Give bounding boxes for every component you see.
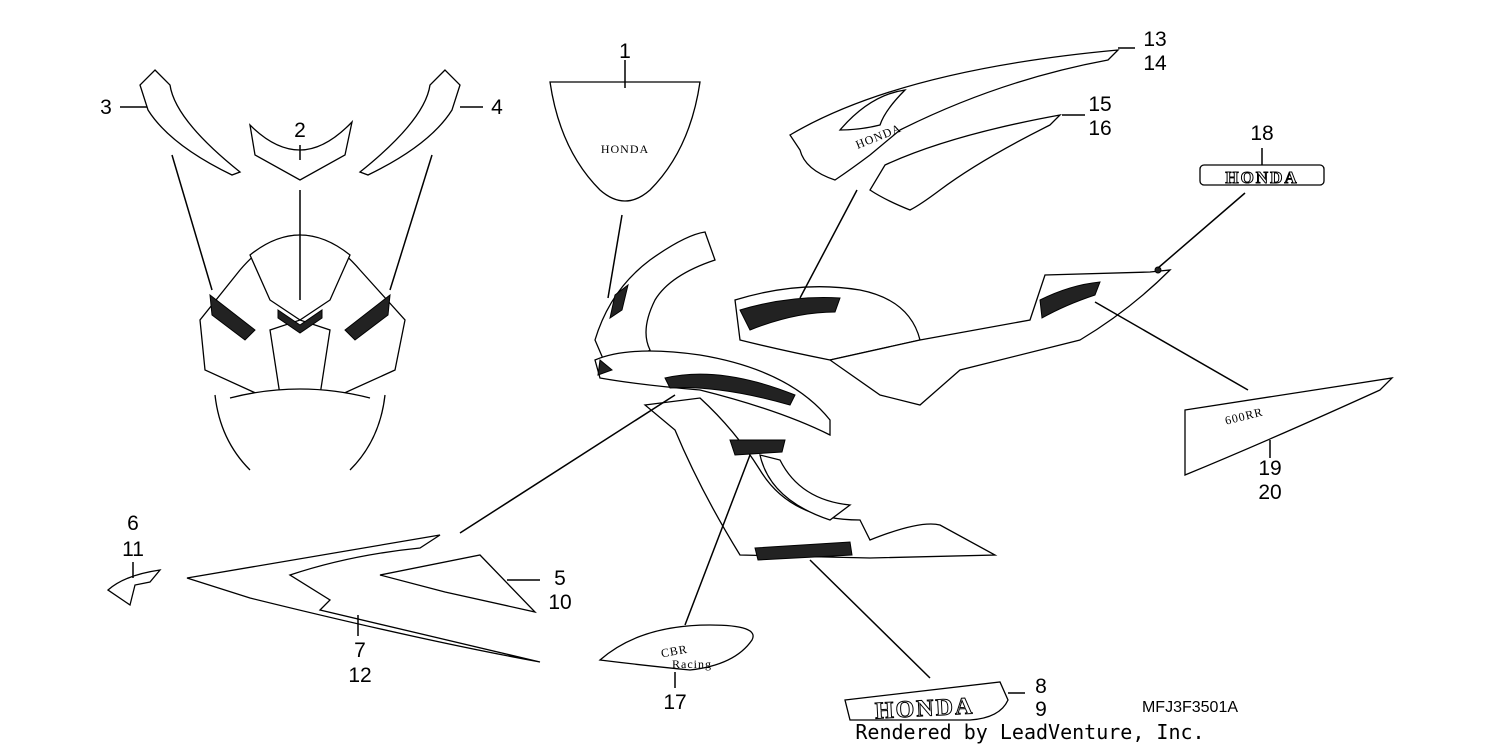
- decal-upper-right-4[interactable]: [358, 69, 461, 176]
- callout-4: 4: [491, 96, 503, 119]
- front-cowl-view: [199, 234, 406, 471]
- callout-19: 19: [1258, 457, 1281, 480]
- decal-nose-2[interactable]: [249, 119, 354, 181]
- callout-2: 2: [294, 119, 306, 142]
- callout-9: 9: [1035, 698, 1047, 721]
- emblem-honda-text: HONDA: [601, 142, 649, 156]
- callout-3: 3: [100, 96, 112, 119]
- callout-5: 5: [554, 567, 566, 590]
- decal-honda-18[interactable]: HONDA: [1199, 164, 1325, 188]
- decal-small-6[interactable]: [106, 569, 162, 607]
- decal-lower-5[interactable]: [379, 554, 537, 614]
- decal-emblem-1[interactable]: HONDA: [549, 81, 701, 202]
- motorcycle-side-view: [594, 231, 1172, 561]
- callout-6: 6: [127, 512, 139, 535]
- diagram-code: MFJ3F3501A: [1142, 699, 1238, 716]
- callouts: 1 2 3 4 5 10 6 11 7 12 8 9 13 14 15 16 1…: [100, 28, 1282, 721]
- decal-upper-left-3[interactable]: [139, 69, 242, 176]
- render-credit: Rendered by LeadVenture, Inc.: [855, 720, 1204, 744]
- honda-18-text: HONDA: [1225, 168, 1298, 187]
- callout-12: 12: [348, 664, 371, 687]
- callout-14: 14: [1143, 52, 1167, 75]
- callout-16: 16: [1088, 117, 1111, 140]
- callout-7: 7: [354, 639, 366, 662]
- callout-18: 18: [1250, 122, 1273, 145]
- callout-1: 1: [619, 40, 631, 63]
- leader-lines: [120, 47, 1271, 694]
- decal-tail-stripe-19[interactable]: 600RR: [1184, 377, 1394, 476]
- honda-8-text: HONDA: [874, 693, 975, 724]
- callout-8: 8: [1035, 675, 1047, 698]
- callout-13: 13: [1143, 28, 1166, 51]
- callout-10: 10: [548, 591, 571, 614]
- callout-20: 20: [1258, 481, 1281, 504]
- cbr-sub-text: Racing: [672, 657, 712, 671]
- cbr-text: CBR: [660, 642, 689, 660]
- decal-tank-wing-13[interactable]: HONDA: [789, 49, 1120, 181]
- callout-11: 11: [122, 538, 144, 561]
- decal-lower-7[interactable]: [186, 534, 541, 663]
- decal-tank-stripe-15[interactable]: [869, 113, 1062, 211]
- decal-cbr-17[interactable]: CBR Racing: [598, 624, 754, 671]
- decal-honda-8[interactable]: HONDA: [844, 681, 1009, 725]
- callout-15: 15: [1088, 93, 1111, 116]
- callout-17: 17: [663, 691, 686, 714]
